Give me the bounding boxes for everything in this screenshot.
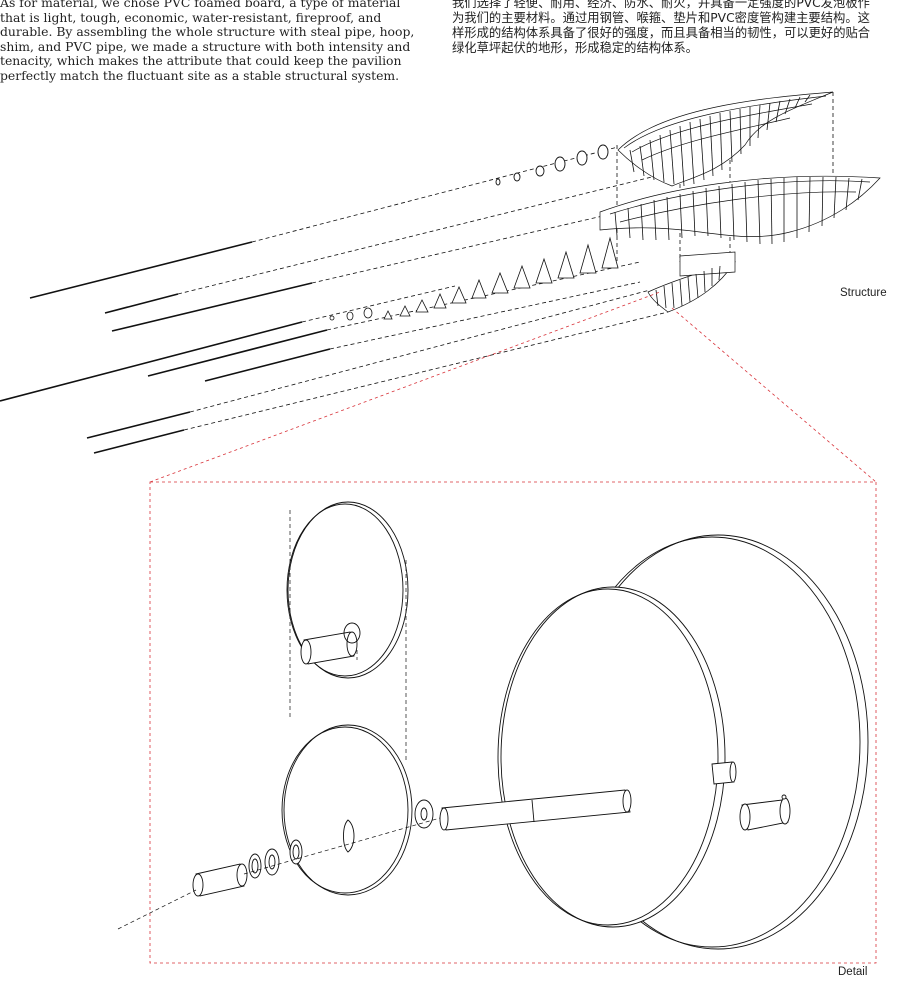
lower-rib-shell <box>647 251 736 313</box>
upper-rib-shell <box>617 91 834 187</box>
upper-ring-elements <box>495 144 609 186</box>
detail-axis-lines <box>117 510 441 930</box>
description-chinese: 我们选择了轻便、耐用、经济、防水、耐火，并具备一定强度的PVC发泡板作为我们的主… <box>452 0 871 55</box>
detail-label: Detail <box>838 966 868 978</box>
rib-sequence <box>329 236 619 321</box>
main-rib-shell <box>599 175 881 245</box>
description-english: As for material, we chose PVC foamed boa… <box>0 0 415 83</box>
structure-label: Structure <box>840 287 887 299</box>
projection-lines-solid <box>0 241 331 454</box>
detail-assembly <box>192 501 869 950</box>
detail-callout <box>149 291 877 964</box>
